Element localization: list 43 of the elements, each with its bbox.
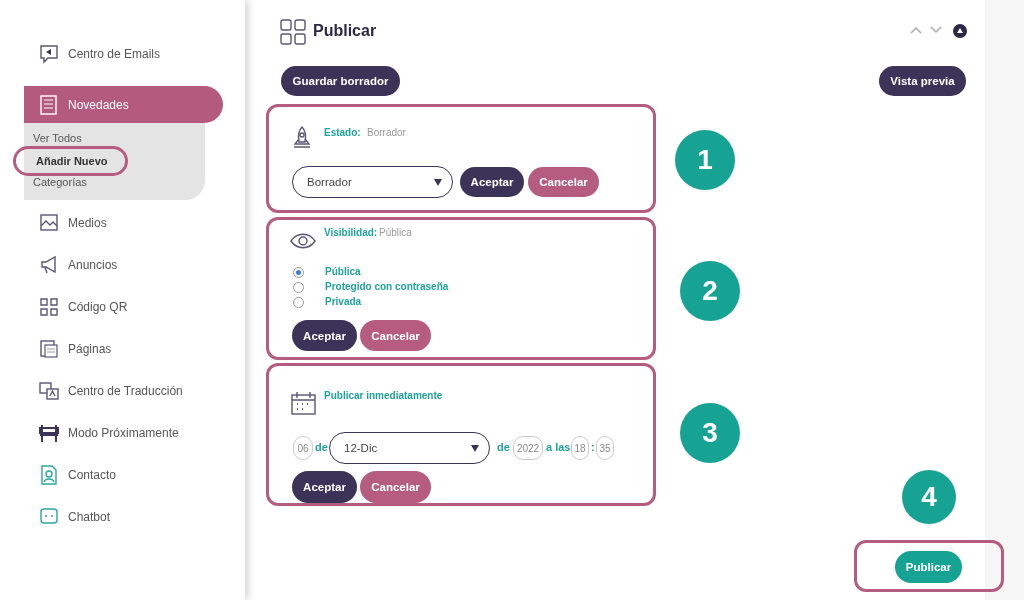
highlight-frame <box>266 363 656 506</box>
callout-number: 1 <box>675 130 735 190</box>
menu-link: Novedades <box>68 98 129 112</box>
menu-link: Código QR <box>68 300 128 314</box>
preview-button: Vista previa <box>879 66 966 96</box>
field-label: de <box>315 441 328 453</box>
field-label: Publicar inmediatamente <box>324 390 443 401</box>
highlight-frame <box>266 217 656 360</box>
menu-link: Modo Próximamente <box>68 426 179 440</box>
field-label: de <box>497 441 510 453</box>
accept-button: Aceptar <box>292 320 357 351</box>
cancel-button: Cancelar <box>360 320 431 351</box>
highlight-frame <box>266 104 656 213</box>
callout-number: 3 <box>680 403 740 463</box>
highlight-ring <box>13 146 128 176</box>
submenu-link: Añadir Nuevo <box>36 155 108 167</box>
field-label: a las <box>546 441 571 453</box>
save-draft-button: Guardar borrador <box>281 66 400 96</box>
highlight-frame <box>854 540 1004 592</box>
menu-link: Medios <box>68 216 107 230</box>
accept-button: Aceptar <box>460 167 524 197</box>
radio-label: Protegido con contraseña <box>325 281 449 292</box>
menu-link: Contacto <box>68 468 117 482</box>
menu-link: Páginas <box>68 342 112 356</box>
menu-link: Centro de Emails <box>68 47 161 61</box>
radio-label: Pública <box>325 266 361 277</box>
input-field: 2022 <box>513 436 543 460</box>
radio-label: Privada <box>325 296 362 307</box>
field-label: : <box>591 441 595 453</box>
callout-number: 2 <box>680 261 740 321</box>
panel-title: Publicar <box>313 22 377 40</box>
menu-link: Anuncios <box>68 258 118 272</box>
menu-link: Centro de Traducción <box>68 384 183 398</box>
accept-button: Aceptar <box>292 471 357 503</box>
menu-link: Chatbot <box>68 510 111 524</box>
field-value: Pública <box>379 227 412 238</box>
cancel-button: Cancelar <box>360 471 431 503</box>
callout-number: 4 <box>902 470 956 524</box>
field-value: Borrador <box>367 127 406 138</box>
cancel-button: Cancelar <box>528 167 599 197</box>
field-label: Visibilidad: <box>324 227 378 238</box>
publish-button: Publicar <box>895 551 962 583</box>
field-label: Estado: <box>324 127 361 138</box>
